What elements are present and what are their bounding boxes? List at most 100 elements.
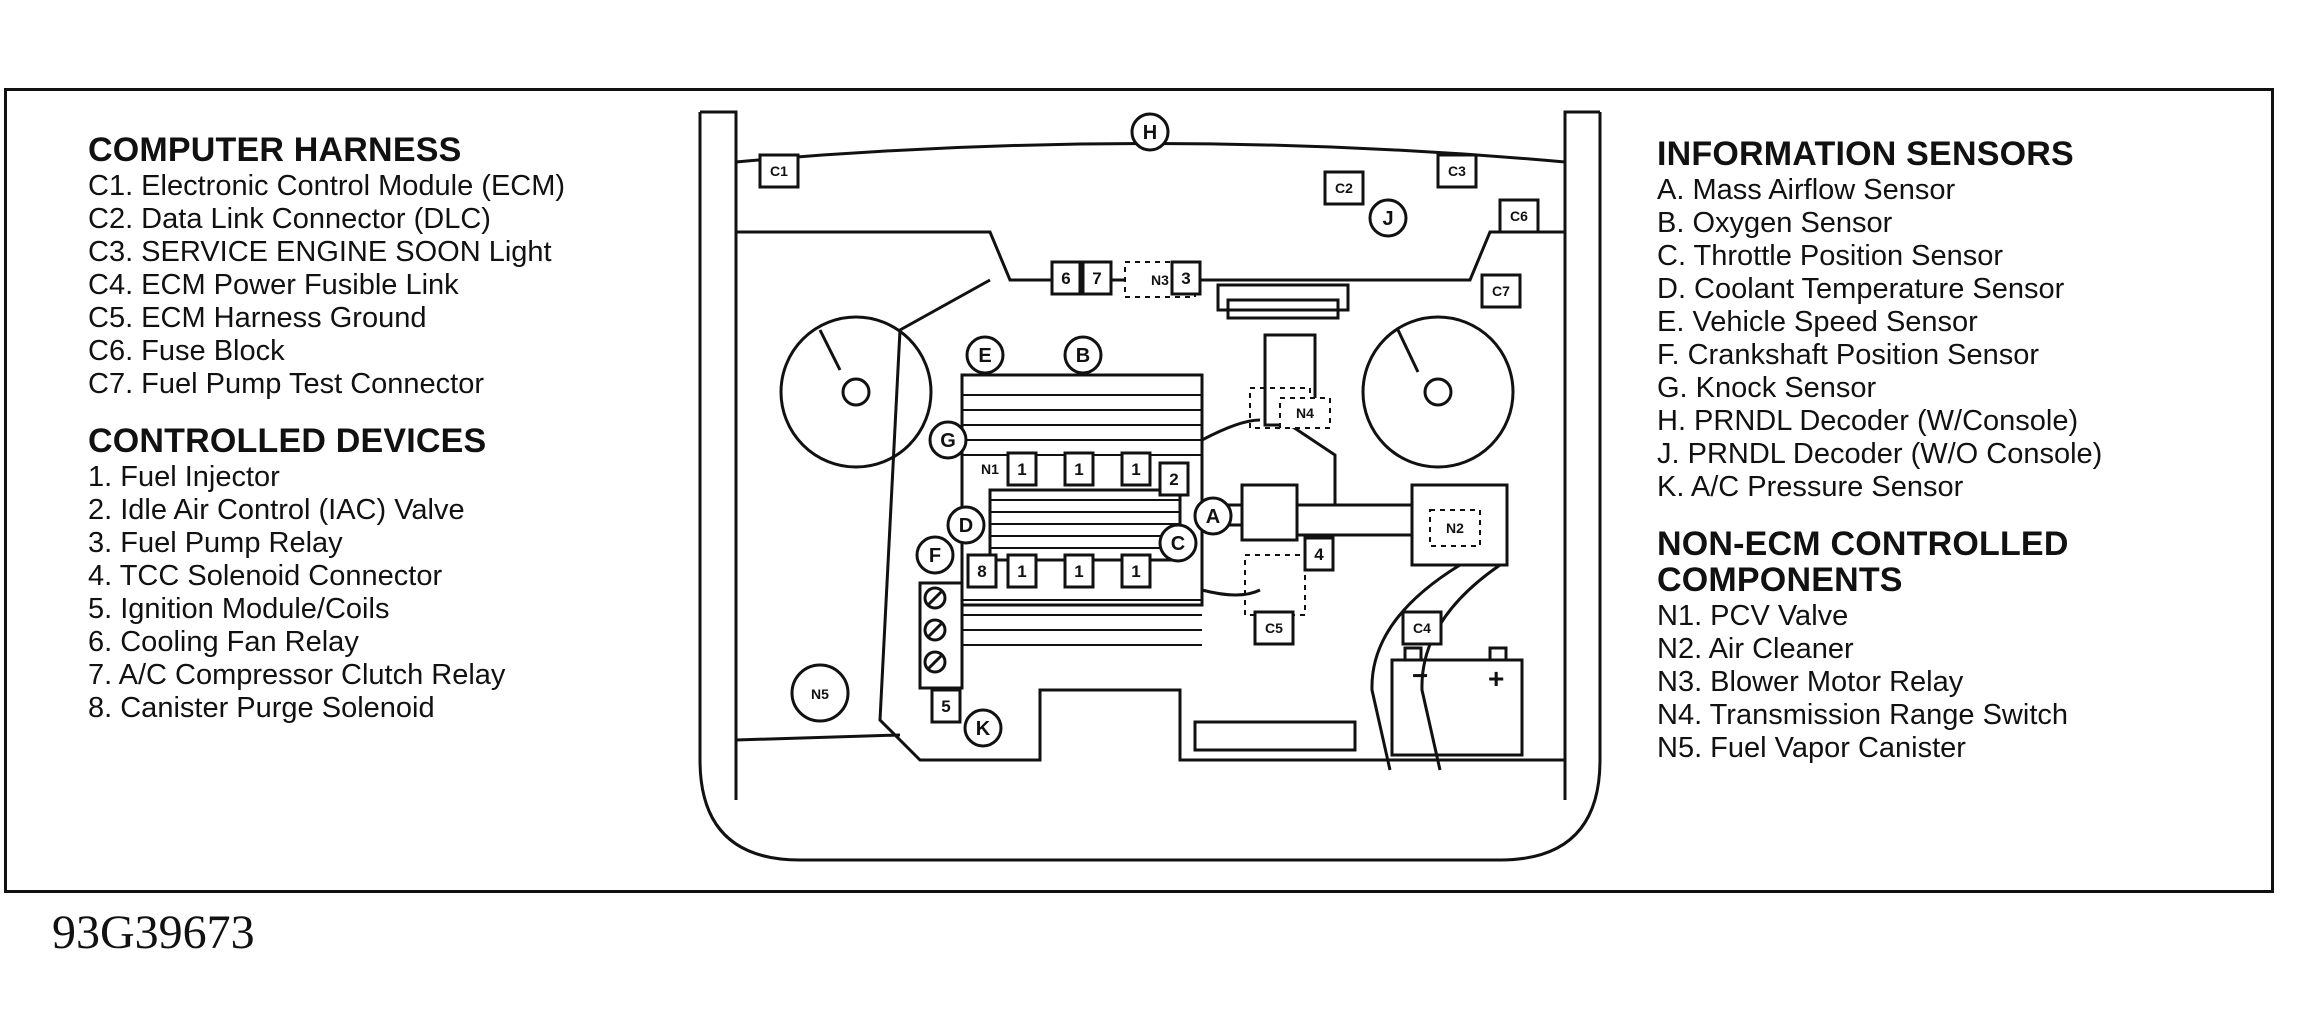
n5-label: N5 xyxy=(811,686,829,702)
list-item: D. Coolant Temperature Sensor xyxy=(1657,273,2065,305)
list-item: N4. Transmission Range Switch xyxy=(1657,699,2068,731)
list-item: 1. Fuel Injector xyxy=(88,461,280,493)
right-legend: INFORMATION SENSORS A. Mass Airflow Sens… xyxy=(1657,136,2177,787)
list-item: E. Vehicle Speed Sensor xyxy=(1657,306,1978,338)
n4-label: N4 xyxy=(1296,405,1314,421)
dev1-label: 1 xyxy=(1017,460,1026,479)
list-item: N3. Blower Motor Relay xyxy=(1657,666,1964,698)
n2-box xyxy=(1429,509,1481,547)
list-item: C4. ECM Power Fusible Link xyxy=(88,269,459,301)
list-item: F. Crankshaft Position Sensor xyxy=(1657,339,2040,371)
c3-label: C3 xyxy=(1448,163,1466,179)
dev1-label: 1 xyxy=(1074,562,1083,581)
fender-line-left xyxy=(700,110,738,800)
n5-circle xyxy=(790,663,850,723)
dev7-label: 7 xyxy=(1092,269,1101,288)
non-ecm-heading: NON-ECM CONTROLLED COMPONENTS xyxy=(1657,525,2069,599)
c1-box xyxy=(758,153,800,189)
c2-label: C2 xyxy=(1335,180,1353,196)
dev1-label: 1 xyxy=(1131,562,1140,581)
list-item: J. PRNDL Decoder (W/O Console) xyxy=(1657,438,2103,470)
dev4-label: 4 xyxy=(1314,545,1324,564)
component-box-labels xyxy=(758,153,1540,724)
dev6-box xyxy=(1050,260,1082,296)
c2-box xyxy=(1323,170,1365,206)
c6-box xyxy=(1498,198,1540,234)
right-strut-tower xyxy=(1361,315,1515,469)
n3-label: N3 xyxy=(1151,272,1169,288)
list-item: C5. ECM Harness Ground xyxy=(88,302,427,334)
diagram-frame xyxy=(4,88,2274,893)
figure-id: 93G39673 xyxy=(52,906,255,959)
radiator-bottom xyxy=(1193,720,1357,752)
dev1-box-c xyxy=(1120,451,1152,487)
list-item: G. Knock Sensor xyxy=(1657,372,1877,404)
c5-label: C5 xyxy=(1265,620,1283,636)
list-item: C7. Fuel Pump Test Connector xyxy=(88,368,484,400)
dev2-label: 2 xyxy=(1169,470,1178,489)
dev8-box xyxy=(966,553,998,589)
k-label: K xyxy=(976,718,991,740)
g-circle xyxy=(928,420,968,460)
dev1-box-b xyxy=(1063,451,1095,487)
dev5-box xyxy=(930,688,962,724)
c7-label: C7 xyxy=(1492,283,1510,299)
list-item: C. Throttle Position Sensor xyxy=(1657,240,2004,272)
list-item: N5. Fuel Vapor Canister xyxy=(1657,732,1966,764)
e-circle xyxy=(965,335,1005,375)
dev1-label: 1 xyxy=(1017,562,1026,581)
dev6-label: 6 xyxy=(1061,269,1070,288)
list-item: C2. Data Link Connector (DLC) xyxy=(88,203,491,235)
c3-box xyxy=(1436,153,1478,189)
list-item: 8. Canister Purge Solenoid xyxy=(88,692,435,724)
k-circle xyxy=(963,708,1003,748)
list-item: H. PRNDL Decoder (W/Console) xyxy=(1657,405,2079,437)
controlled-devices-list: 1. Fuel Injector 2. Idle Air Control (IA… xyxy=(88,461,565,725)
list-item: 6. Cooling Fan Relay xyxy=(88,626,359,658)
j-label: J xyxy=(1382,208,1393,230)
b-circle xyxy=(1063,335,1103,375)
list-item: 5. Ignition Module/Coils xyxy=(88,593,390,625)
list-item: B. Oxygen Sensor xyxy=(1657,207,1893,239)
h-circle xyxy=(1130,112,1170,152)
list-item: C6. Fuse Block xyxy=(88,335,285,367)
dev5-label: 5 xyxy=(941,697,950,716)
dev2-box xyxy=(1158,461,1190,497)
battery-minus-label: − xyxy=(1412,660,1428,691)
information-sensors-heading: INFORMATION SENSORS xyxy=(1657,135,2074,173)
left-strut-tower xyxy=(779,315,933,469)
dev3-box xyxy=(1170,260,1202,296)
n2-label: N2 xyxy=(1446,520,1464,536)
c4-box xyxy=(1401,610,1443,646)
dev3-label: 3 xyxy=(1181,269,1190,288)
radiator-hose-top xyxy=(1216,283,1350,312)
throttle-body xyxy=(1240,483,1299,542)
computer-harness-list: C1. Electronic Control Module (ECM) C2. … xyxy=(88,170,565,401)
computer-harness-heading: COMPUTER HARNESS xyxy=(88,131,462,169)
b-label: B xyxy=(1076,345,1090,367)
dev1-label: 1 xyxy=(1074,460,1083,479)
c6-label: C6 xyxy=(1510,208,1528,224)
engine-block xyxy=(960,373,1204,607)
h-label: H xyxy=(1143,122,1157,144)
e-label: E xyxy=(978,345,991,367)
a-circle xyxy=(1193,496,1233,536)
controlled-devices-heading: CONTROLLED DEVICES xyxy=(88,422,487,460)
c1-label: C1 xyxy=(770,163,788,179)
fender-line-right xyxy=(1563,110,1600,800)
c-circle xyxy=(1158,523,1198,563)
dev7-box xyxy=(1081,260,1113,296)
battery xyxy=(1390,658,1524,757)
d-label: D xyxy=(959,515,973,537)
engine-fins xyxy=(962,394,1202,646)
engine-bay-left xyxy=(878,278,1565,762)
list-item: A. Mass Airflow Sensor xyxy=(1657,174,1956,206)
bumper-line xyxy=(735,733,901,742)
a-label: A xyxy=(1206,506,1220,528)
vehicle-body-outline xyxy=(698,112,1602,862)
list-item: N1. PCV Valve xyxy=(1657,600,1849,632)
list-item: 2. Idle Air Control (IAC) Valve xyxy=(88,494,465,526)
dev4-box xyxy=(1303,536,1335,572)
dev1-box-f xyxy=(1120,553,1152,589)
